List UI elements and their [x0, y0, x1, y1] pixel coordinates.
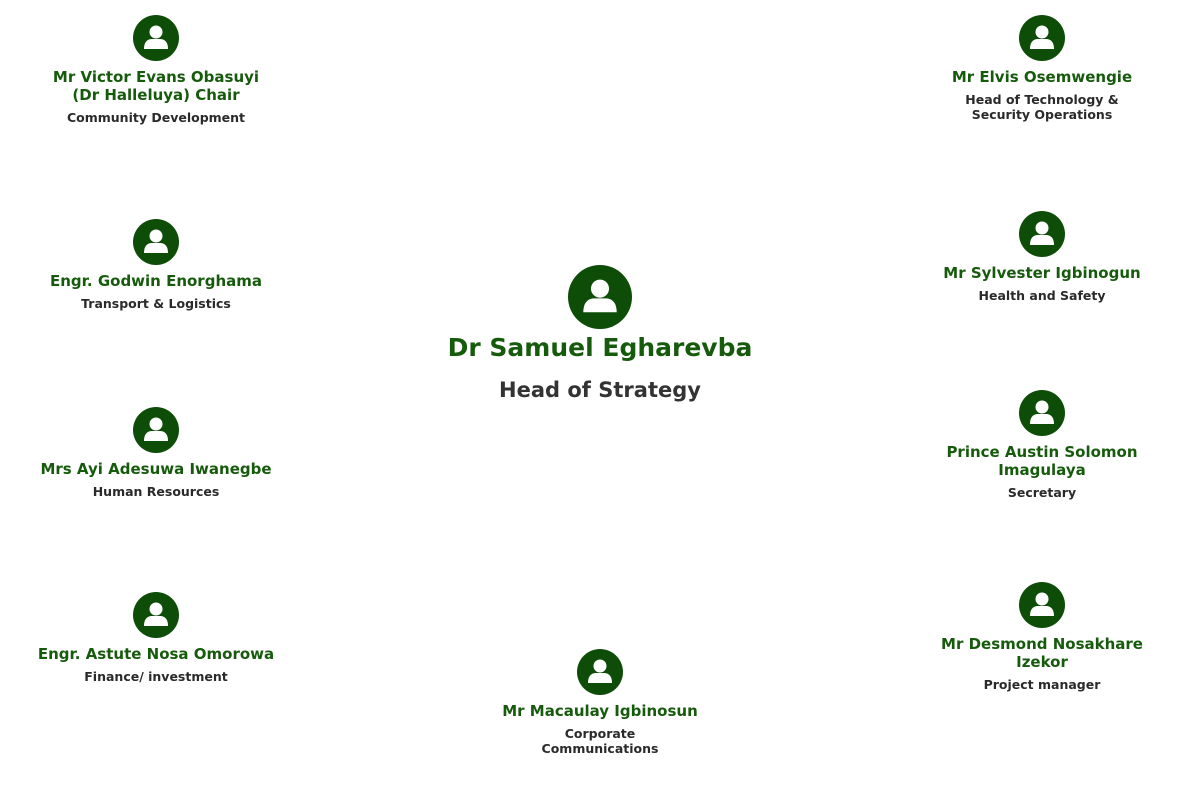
user-avatar-icon: [1019, 15, 1065, 61]
member-role: Human Resources: [92, 484, 220, 499]
member-role: Health and Safety: [978, 288, 1106, 303]
member-name: Mrs Ayi Adesuwa Iwanegbe: [40, 460, 272, 478]
member-role: Community Development: [66, 110, 246, 125]
user-avatar-icon: [577, 649, 623, 695]
member-card: Mr Macaulay Igbinosun Corporate Communic…: [470, 649, 730, 756]
member-card: Mr Sylvester Igbinogun Health and Safety: [912, 211, 1172, 303]
member-name: Mr Desmond Nosakhare Izekor: [941, 635, 1143, 671]
user-avatar-icon: [133, 219, 179, 265]
member-card: Engr. Astute Nosa Omorowa Finance/ inves…: [26, 592, 286, 684]
member-role: Transport & Logistics: [81, 296, 231, 311]
user-avatar-icon: [1019, 211, 1065, 257]
member-role: Secretary: [1007, 485, 1077, 500]
member-name: Mr Macaulay Igbinosun: [502, 702, 698, 720]
member-card: Mr Victor Evans Obasuyi (Dr Halleluya) C…: [26, 15, 286, 125]
member-name: Prince Austin Solomon Imagulaya: [946, 443, 1138, 479]
member-name: Mr Victor Evans Obasuyi (Dr Halleluya) C…: [52, 68, 260, 104]
member-role: Head of Technology & Security Operations: [965, 92, 1119, 122]
member-card: Engr. Godwin Enorghama Transport & Logis…: [26, 219, 286, 311]
member-role: Project manager: [983, 677, 1101, 692]
member-role: Finance/ investment: [84, 669, 228, 684]
member-card: Mrs Ayi Adesuwa Iwanegbe Human Resources: [26, 407, 286, 499]
user-avatar-icon: [133, 15, 179, 61]
member-name: Engr. Godwin Enorghama: [49, 272, 262, 290]
member-name: Mr Elvis Osemwengie: [951, 68, 1133, 86]
member-name: Dr Samuel Egharevba: [447, 333, 753, 362]
user-avatar-icon: [1019, 390, 1065, 436]
user-avatar-icon: [133, 407, 179, 453]
member-card-head-of-strategy: Dr Samuel Egharevba Head of Strategy: [390, 265, 810, 403]
member-role: Corporate Communications: [541, 726, 659, 756]
member-role: Head of Strategy: [499, 378, 701, 402]
user-avatar-icon: [568, 265, 632, 329]
user-avatar-icon: [1019, 582, 1065, 628]
member-name: Mr Sylvester Igbinogun: [943, 264, 1141, 282]
member-card: Mr Elvis Osemwengie Head of Technology &…: [912, 15, 1172, 122]
member-name: Engr. Astute Nosa Omorowa: [37, 645, 275, 663]
user-avatar-icon: [133, 592, 179, 638]
member-card: Mr Desmond Nosakhare Izekor Project mana…: [912, 582, 1172, 692]
member-card: Prince Austin Solomon Imagulaya Secretar…: [912, 390, 1172, 500]
